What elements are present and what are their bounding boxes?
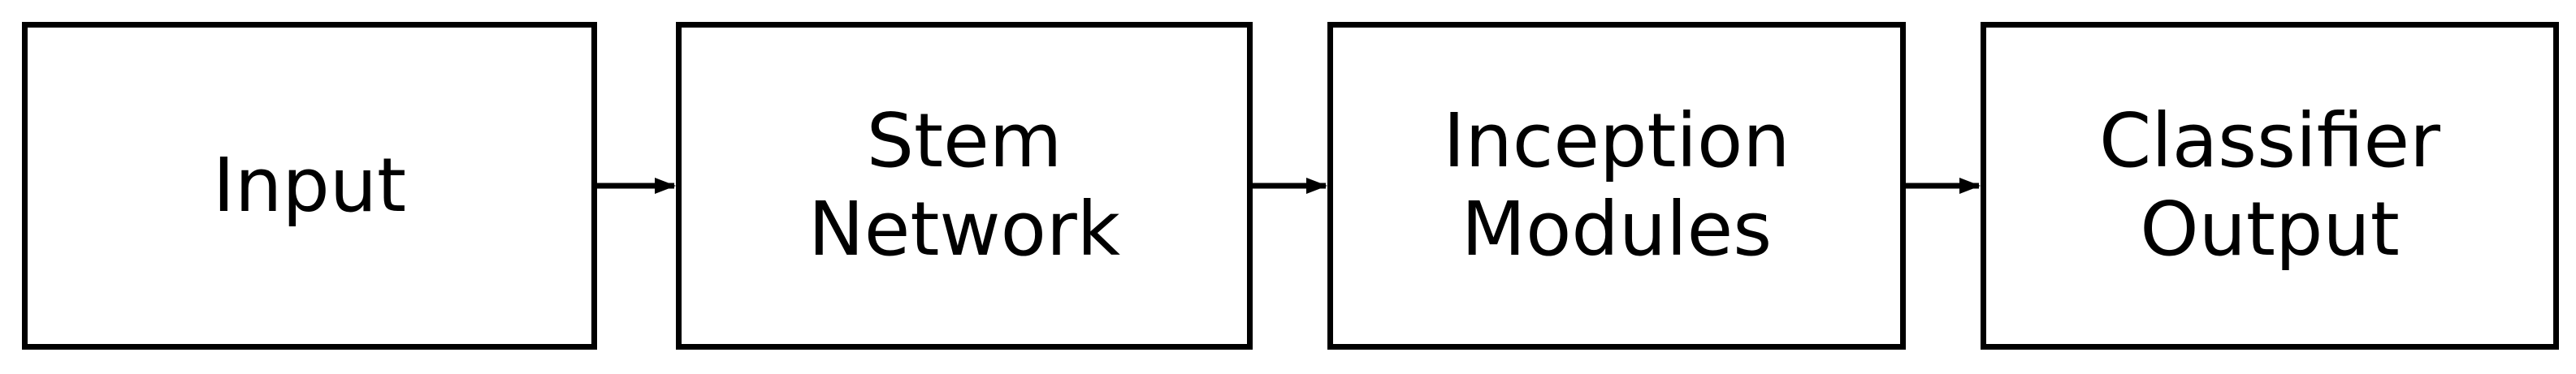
- stem-network-label: Stem Network: [808, 97, 1120, 273]
- classifier-output-box: Classifier Output: [1981, 22, 2559, 350]
- stem-network-box: Stem Network: [676, 22, 1253, 350]
- stem-network-label-line-1: Stem: [866, 97, 1063, 185]
- classifier-output-label-line-1: Classifier: [2099, 97, 2440, 185]
- stem-network-label-line-2: Network: [807, 186, 1121, 273]
- classifier-output-label: Classifier Output: [2099, 97, 2440, 273]
- classifier-output-label-line-2: Output: [2140, 186, 2400, 273]
- inception-modules-box: Inception Modules: [1327, 22, 1906, 350]
- inception-modules-label-line-2: Modules: [1461, 186, 1773, 273]
- input-label: Input: [213, 142, 406, 230]
- inception-modules-label: Inception Modules: [1443, 97, 1790, 273]
- input-box: Input: [22, 22, 597, 350]
- inception-modules-label-line-1: Inception: [1443, 97, 1790, 185]
- input-label-line-1: Input: [212, 141, 407, 229]
